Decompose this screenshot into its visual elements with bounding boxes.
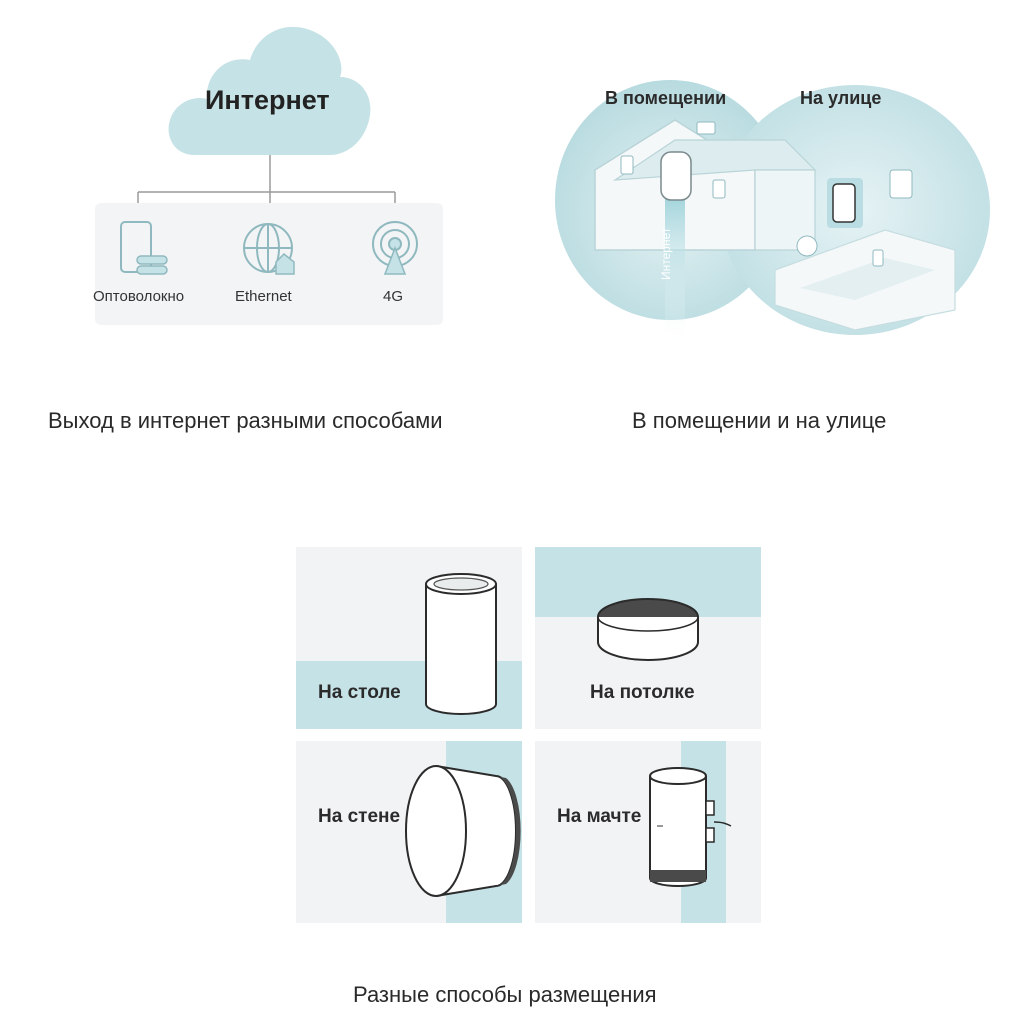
antenna-4g-icon [372,221,418,275]
cloud-label: Интернет [205,85,330,115]
internet-sources-diagram: Интернет Оптоволокно Ethernet [50,10,450,340]
source-label-fiber: Оптоволокно [93,288,185,305]
desk-router-icon [425,573,497,715]
mast-router-icon [649,767,732,887]
indoor-outdoor-illustration: В помещении На улице Интернет [555,60,990,360]
tile-label-wall: На стене [318,806,401,827]
placement-caption: Разные способы размещения [353,982,657,1007]
wall-router-icon [405,765,521,897]
indoor-label: В помещении [605,88,727,108]
source-label-ethernet: Ethernet [235,288,292,305]
outdoor-label: На улице [800,88,882,108]
ceiling-router-icon [597,598,699,661]
tile-label-mast: На мачте [557,806,642,827]
cloud-icon [168,26,371,155]
zones-caption: В помещении и на улице [632,408,887,433]
placement-tile-wall: На стене [296,741,522,923]
tile-label-ceiling: На потолке [590,682,695,703]
placement-tile-mast: На мачте [535,741,761,923]
internet-caption: Выход в интернет разными способами [48,408,443,433]
placement-tile-table: На столе [296,547,522,729]
coverage-scene [555,80,990,350]
beam-label: Интернет [659,227,673,280]
globe-icon [243,223,295,275]
sources-panel: Оптоволокно Ethernet 4G [93,203,443,325]
fiber-icon [120,221,168,275]
tile-label-table: На столе [318,682,401,703]
placement-tile-ceiling: На потолке [535,547,761,729]
source-label-4g: 4G [383,288,404,305]
